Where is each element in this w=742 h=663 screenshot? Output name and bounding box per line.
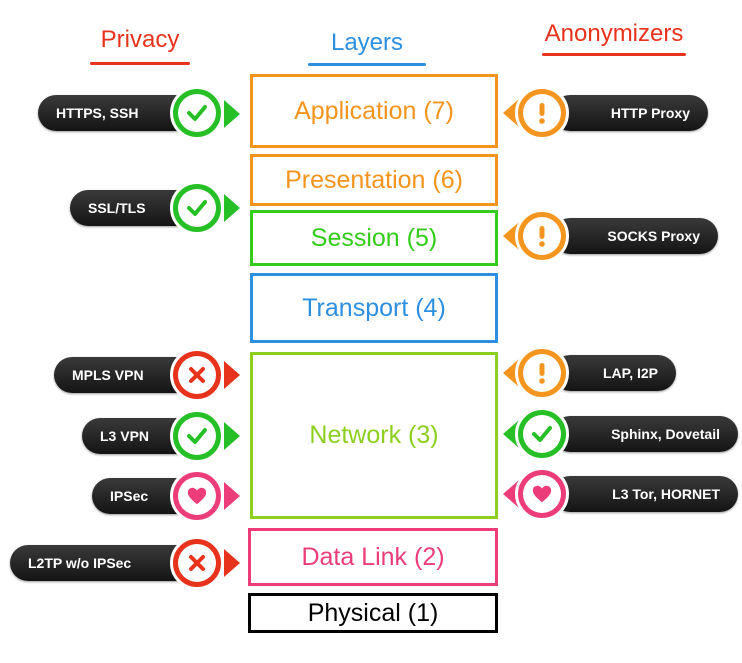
- anonymizer-pill: HTTP Proxy: [552, 95, 708, 131]
- warning-badge: [515, 209, 569, 263]
- cross-badge: [170, 348, 224, 402]
- anonymizer-item-label: HTTP Proxy: [610, 105, 690, 121]
- privacy-underline: [90, 62, 190, 65]
- layer-data-link: Data Link (2): [248, 528, 498, 586]
- warning-badge: [515, 86, 569, 140]
- layers-heading: Layers: [308, 29, 426, 66]
- privacy-item-label: SSL/TLS: [88, 200, 146, 216]
- layer-transport: Transport (4): [250, 273, 498, 343]
- anonymizer-item-label: L3 Tor, HORNET: [612, 486, 720, 502]
- layer-presentation: Presentation (6): [250, 154, 498, 206]
- privacy-item-label: HTTPS, SSH: [56, 105, 139, 121]
- layer-session: Session (5): [250, 210, 498, 266]
- check-icon: [532, 426, 552, 442]
- privacy-heading: Privacy: [90, 26, 190, 65]
- layer-data-link-label: Data Link (2): [301, 542, 445, 571]
- anonymizer-pill: LAP, I2P: [552, 355, 676, 391]
- warning-badge: [515, 346, 569, 400]
- layer-transport-label: Transport (4): [302, 293, 446, 322]
- privacy-pill: L2TP w/o IPSec: [10, 545, 200, 581]
- cross-icon: [189, 367, 205, 383]
- heart-badge: [170, 469, 224, 523]
- pointer-arrow: [224, 549, 240, 577]
- anonymizers-underline: [542, 53, 686, 56]
- anonymizer-item-label: SOCKS Proxy: [607, 228, 700, 244]
- layer-physical-label: Physical (1): [307, 598, 439, 627]
- layer-network-label: Network (3): [309, 421, 439, 449]
- pointer-arrow: [224, 422, 240, 450]
- heart-icon: [532, 485, 552, 503]
- check-badge: [170, 86, 224, 140]
- layer-session-label: Session (5): [310, 223, 438, 252]
- exclamation-icon: [539, 103, 545, 124]
- pointer-arrow: [224, 194, 240, 222]
- anonymizers-heading: Anonymizers: [534, 20, 694, 56]
- layers-underline: [308, 63, 426, 66]
- layer-presentation-label: Presentation (6): [285, 165, 463, 194]
- pointer-arrow: [224, 100, 240, 128]
- anonymizers-heading-text: Anonymizers: [544, 20, 684, 47]
- privacy-item-label: L3 VPN: [100, 428, 150, 444]
- pointer-arrow: [224, 361, 240, 389]
- check-badge: [170, 181, 224, 235]
- privacy-item-label: L2TP w/o IPSec: [28, 555, 132, 571]
- layer-application: Application (7): [250, 74, 498, 148]
- heart-icon: [187, 487, 207, 505]
- cross-icon: [189, 555, 205, 571]
- heart-badge: [515, 467, 569, 521]
- check-icon: [187, 428, 207, 444]
- anonymizer-item-label: LAP, I2P: [603, 365, 658, 381]
- anonymizer-pill: L3 Tor, HORNET: [552, 476, 738, 512]
- check-badge: [170, 409, 224, 463]
- anonymizer-pill: Sphinx, Dovetail: [552, 416, 738, 452]
- anonymizer-item-label: Sphinx, Dovetail: [611, 426, 720, 442]
- layer-physical: Physical (1): [248, 593, 498, 633]
- layers-heading-text: Layers: [330, 29, 404, 56]
- layer-network: Network (3): [250, 352, 498, 519]
- anonymizer-pill: SOCKS Proxy: [552, 218, 718, 254]
- cross-badge: [170, 536, 224, 590]
- check-icon: [187, 200, 207, 216]
- privacy-item-label: IPSec: [110, 488, 149, 504]
- privacy-heading-text: Privacy: [100, 26, 180, 53]
- pointer-arrow: [224, 482, 240, 510]
- check-badge: [515, 407, 569, 461]
- exclamation-icon: [539, 226, 545, 247]
- privacy-item-label: MPLS VPN: [72, 367, 144, 383]
- layer-application-label: Application (7): [294, 96, 454, 125]
- exclamation-icon: [539, 363, 545, 384]
- check-icon: [187, 105, 207, 121]
